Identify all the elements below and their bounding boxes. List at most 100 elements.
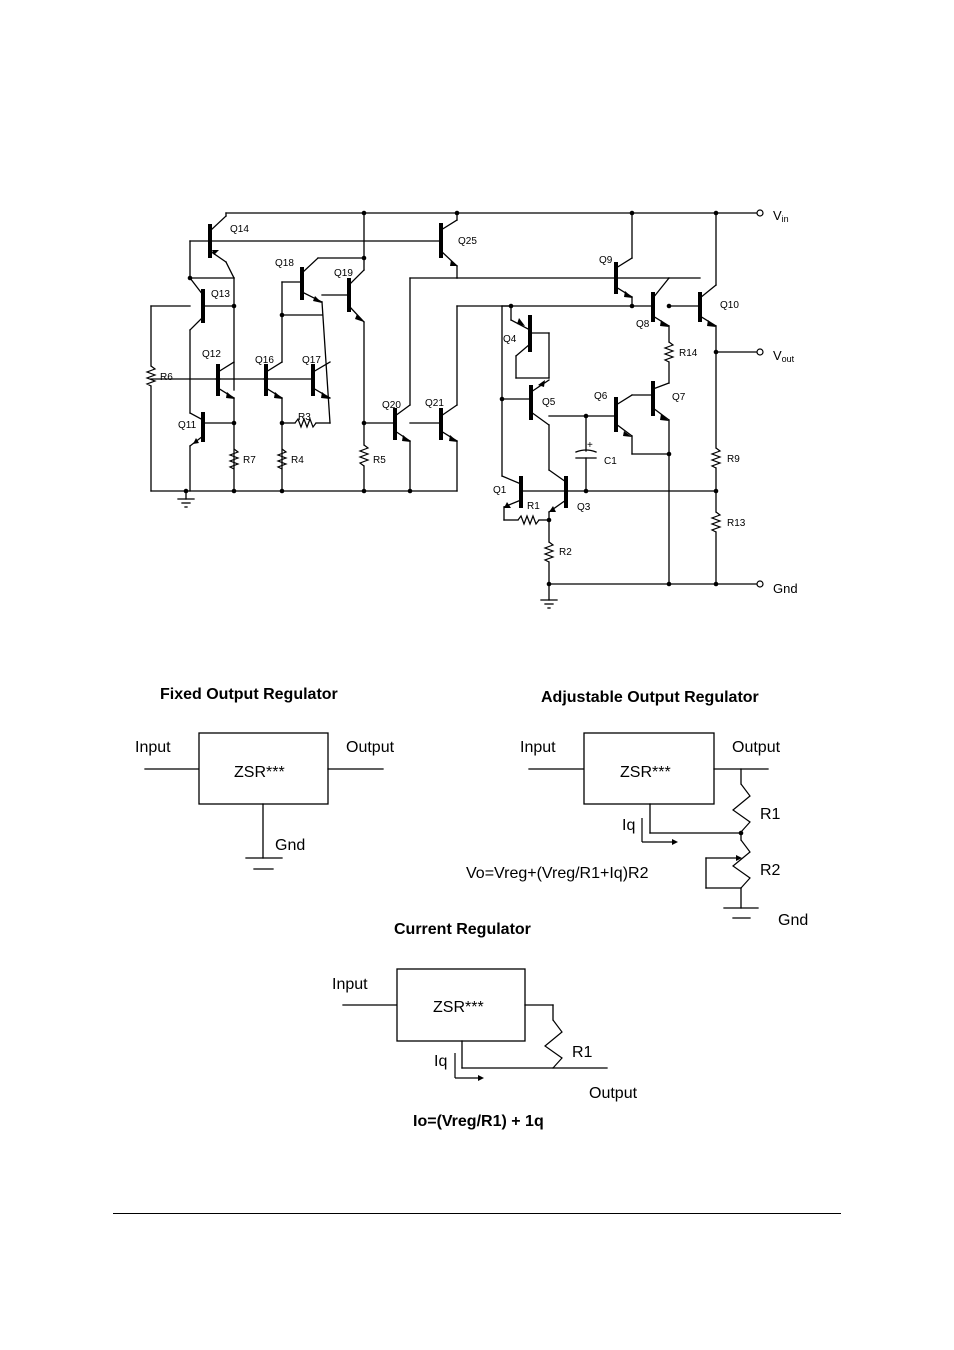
resistor-r7 [228,448,240,470]
current-device-box [396,968,526,1042]
label-q13: Q13 [211,289,230,300]
transistor-q16 [215,312,323,492]
label-q21: Q21 [425,398,444,409]
resistor-r6 [145,305,191,492]
transistor-q9 [614,212,635,309]
label-q7: Q7 [672,392,686,403]
current-regulator: Current Regulator Input ZSR*** R1 Iq Out… [332,921,638,1130]
transistor-q21 [409,305,633,492]
current-input-label: Input [332,976,368,993]
label-r4: R4 [291,455,304,466]
label-q5: Q5 [542,397,556,408]
resistor-r2 [543,541,555,585]
resistor-r13 [710,511,722,585]
transistor-q11 [189,412,235,492]
transistor-q4 [508,303,550,379]
adjustable-r2-label: R2 [760,862,781,879]
adjustable-output-regulator: Adjustable Output Regulator Input ZSR***… [466,689,808,929]
transistor-q10 [666,212,764,449]
label-q16: Q16 [255,355,274,366]
internal-schematic: Q14 Q25 Q18 Q19 Q13 Q9 Q8 Q10 Q4 Q12 Q16… [145,208,798,609]
label-q6: Q6 [594,391,608,402]
terminal-gnd-label: Gnd [773,581,798,596]
transistor-q7 [651,381,672,585]
c1-plus-sign: + [587,440,593,451]
terminal-vout-label: Vout [773,348,795,364]
resistor-r4 [276,448,288,470]
component-labels: Q14 Q25 Q18 Q19 Q13 Q9 Q8 Q10 Q4 Q12 Q16… [160,208,798,596]
label-c1: C1 [604,456,617,467]
transistor-q3 [546,469,717,543]
transistor-q6 [614,394,670,455]
adjustable-r1-label: R1 [760,806,781,823]
label-r9: R9 [727,454,740,465]
transistor-q8 [614,277,701,343]
label-q17: Q17 [302,355,321,366]
fixed-title: Fixed Output Regulator [160,686,338,703]
label-q9: Q9 [599,255,613,266]
label-r13: R13 [727,518,746,529]
transistor-q20 [363,277,458,492]
current-title: Current Regulator [394,921,531,938]
label-r3: R3 [298,412,311,423]
capacitor-c1 [575,413,597,494]
current-r1-label: R1 [572,1044,593,1061]
resistor-r5 [358,444,370,492]
transistor-q1 [501,475,567,521]
resistor-r9 [710,447,722,513]
ground-rail-right [540,580,764,609]
current-device-label: ZSR*** [433,999,484,1016]
current-iq-label: Iq [434,1053,447,1070]
fixed-device-label: ZSR*** [234,764,285,781]
transistor-q19 [321,212,367,446]
ground-rail-left [150,488,458,508]
label-r14: R14 [679,348,698,359]
adjustable-gnd-label: Gnd [778,912,808,929]
transistor-q17 [263,361,331,399]
resistor-r3 [281,417,331,429]
transistor-q13 [187,275,237,414]
adjustable-iq-label: Iq [622,817,635,834]
label-r7: R7 [243,455,256,466]
label-q25: Q25 [458,236,477,247]
adjustable-device-label: ZSR*** [620,764,671,781]
label-q12: Q12 [202,349,221,360]
footer-rule [113,1213,841,1214]
current-formula: Io=(Vreg/R1) + 1q [413,1113,544,1130]
label-q3: Q3 [577,502,591,513]
vin-rail [225,209,764,217]
label-q20: Q20 [382,400,401,411]
label-r1: R1 [527,501,540,512]
fixed-gnd-label: Gnd [275,837,305,854]
adjustable-title: Adjustable Output Regulator [541,689,759,706]
adjustable-formula: Vo=Vreg+(Vreg/R1+Iq)R2 [466,865,649,882]
label-q4: Q4 [503,334,517,345]
fixed-output-label: Output [346,739,395,756]
transistor-q14 [189,212,235,279]
label-q19: Q19 [334,268,353,279]
terminal-vin-label: Vin [773,208,789,224]
transistor-q18 [281,257,365,424]
adjustable-output-label: Output [732,739,781,756]
transistor-q5 [499,379,617,471]
current-output-label: Output [589,1085,638,1102]
fixed-output-regulator: Fixed Output Regulator Input ZSR*** Outp… [135,686,395,870]
fixed-device-box [198,732,329,805]
label-q8: Q8 [636,319,650,330]
label-r2: R2 [559,547,572,558]
resistor-r14 [663,341,675,384]
resistor-r1 [503,514,550,526]
label-r6: R6 [160,372,173,383]
label-r5: R5 [373,455,386,466]
fixed-input-label: Input [135,739,171,756]
wire-q1-base-feed [501,305,512,477]
label-q11: Q11 [178,420,197,431]
transistor-q25 [209,212,616,279]
adjustable-input-label: Input [520,739,556,756]
label-q1: Q1 [493,485,507,496]
label-q10: Q10 [720,300,739,311]
label-q18: Q18 [275,258,294,269]
label-q14: Q14 [230,224,249,235]
adjustable-device-box [583,732,715,805]
